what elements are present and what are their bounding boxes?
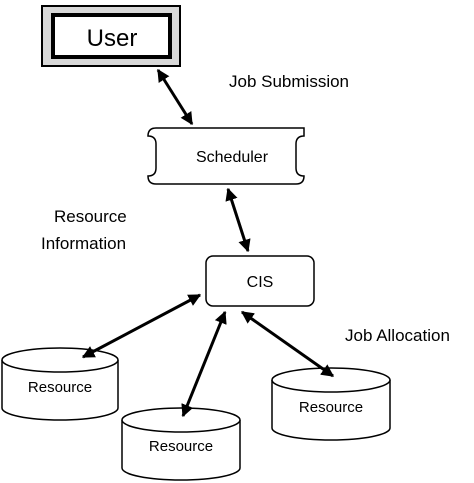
- arrow-cis-resource-left: [81, 293, 202, 359]
- resource-middle-node: Resource: [121, 407, 241, 481]
- resource-left-label: Resource: [28, 379, 92, 396]
- cis-label: CIS: [247, 274, 274, 291]
- scheduler-node: Scheduler: [147, 127, 305, 185]
- user-label: User: [87, 25, 138, 52]
- arrow-cis-resource-middle: [181, 310, 227, 418]
- resource-information-label-line2: Information: [41, 234, 126, 253]
- arrow-scheduler-cis: [225, 187, 251, 253]
- job-submission-label: Job Submission: [229, 72, 349, 91]
- user-node: User: [41, 5, 181, 67]
- resource-middle-label: Resource: [149, 438, 213, 455]
- arrow-user-scheduler: [156, 68, 194, 126]
- resource-left-node: Resource: [1, 347, 119, 421]
- resource-right-node: Resource: [271, 367, 391, 441]
- arrow-cis-resource-right: [240, 310, 335, 378]
- scheduler-label: Scheduler: [196, 149, 269, 166]
- resource-information-label-line1: Resource: [54, 207, 127, 226]
- job-allocation-label: Job Allocation: [345, 326, 450, 345]
- cis-node: CIS: [205, 255, 315, 307]
- resource-right-label: Resource: [299, 399, 363, 416]
